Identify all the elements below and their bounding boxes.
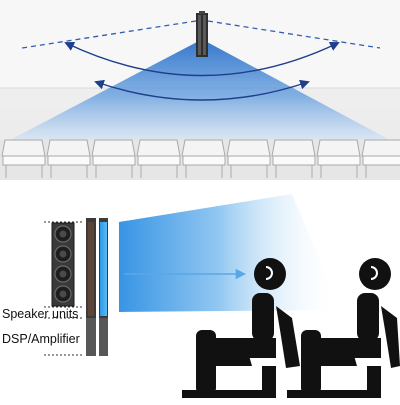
wide-dispersion-arrow [64, 41, 340, 77]
column-speaker-icon [196, 11, 208, 57]
coverage-dashed-line-right [207, 20, 381, 49]
speaker-units-icon [51, 222, 75, 307]
room-top-view [0, 0, 400, 180]
driver-icon [54, 265, 72, 283]
column-speaker-front-icon [99, 218, 108, 356]
directional-beam [119, 194, 340, 312]
seat-icon [226, 139, 271, 178]
seat-icon [1, 139, 46, 178]
listener-1 [182, 258, 300, 398]
seat-icon [136, 139, 181, 178]
driver-icon [54, 285, 72, 303]
seat-icon [181, 139, 226, 178]
seat-row [1, 139, 400, 178]
person-in-chair-icon [287, 258, 400, 398]
seat-icon [361, 139, 400, 178]
coverage-dashed-line-left [21, 20, 197, 49]
narrow-dispersion-arrow [94, 79, 310, 101]
speaker-units-label: Speaker units [2, 307, 79, 321]
person-in-chair-icon [182, 258, 300, 398]
seat-icon [316, 139, 361, 178]
driver-icon [54, 225, 72, 243]
seat-icon [271, 139, 316, 178]
dsp-amplifier-label: DSP/Amplifier [2, 332, 80, 346]
seat-icon [46, 139, 91, 178]
seat-icon [91, 139, 136, 178]
sound-beam [10, 42, 390, 140]
listener-2 [287, 258, 400, 398]
driver-icon [54, 245, 72, 263]
side-view [44, 194, 400, 398]
column-speaker-side-icon [86, 218, 96, 356]
